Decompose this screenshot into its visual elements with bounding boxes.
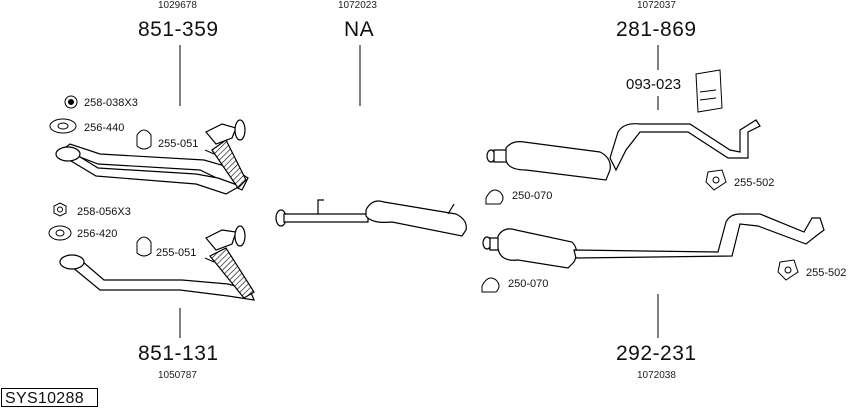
label-nut-upper: 258-038X3 xyxy=(84,97,138,109)
hanger-lower-icon xyxy=(777,259,799,281)
nut-upper-icon xyxy=(64,95,78,109)
label-clamp-mid-lower: 250-070 xyxy=(508,278,549,290)
part-number-front-pipe-lower: 851-131 xyxy=(138,342,219,365)
part-number-rear-silencer-upper: 281-869 xyxy=(616,18,697,41)
clamp-lower-icon xyxy=(136,236,215,263)
gasket-upper-icon xyxy=(49,118,77,134)
ref-number-rear-silencer-lower: 1072038 xyxy=(637,370,676,381)
label-mount-kit: 093-023 xyxy=(626,76,682,93)
ref-number-front-pipe-lower: 1050787 xyxy=(158,370,197,381)
part-number-front-pipe-upper: 851-359 xyxy=(138,18,219,41)
nut-lower-icon xyxy=(53,202,67,217)
label-nut-lower: 258-056X3 xyxy=(77,206,131,218)
label-hanger-upper: 255-502 xyxy=(734,177,775,189)
clamp-mid-upper-icon xyxy=(485,189,504,205)
mount-kit-box-icon xyxy=(695,69,723,113)
part-number-center-pipe: NA xyxy=(344,18,375,41)
rear-silencer-lower-part xyxy=(482,213,825,269)
front-pipe-lower-part xyxy=(59,225,255,301)
center-pipe-part xyxy=(275,199,467,237)
label-hanger-lower: 255-502 xyxy=(806,267,847,279)
hanger-upper-icon xyxy=(705,169,727,191)
clamp-upper-icon xyxy=(136,129,215,155)
ref-number-front-pipe-upper: 1029678 xyxy=(158,0,197,11)
system-id-box: SYS10288 xyxy=(1,388,98,407)
rear-silencer-upper-part xyxy=(486,119,761,181)
label-gasket-lower: 256-420 xyxy=(77,228,118,240)
front-pipe-upper-part xyxy=(55,119,249,195)
label-gasket-upper: 256-440 xyxy=(84,122,125,134)
label-clamp-lower: 255-051 xyxy=(156,247,197,259)
part-number-rear-silencer-lower: 292-231 xyxy=(616,342,697,365)
label-clamp-mid-upper: 250-070 xyxy=(512,190,553,202)
label-clamp-upper: 255-051 xyxy=(158,138,199,150)
ref-number-center-pipe: 1072023 xyxy=(338,0,377,11)
clamp-mid-lower-icon xyxy=(481,277,500,293)
gasket-lower-icon xyxy=(48,225,72,241)
ref-number-rear-silencer-upper: 1072037 xyxy=(637,0,676,11)
